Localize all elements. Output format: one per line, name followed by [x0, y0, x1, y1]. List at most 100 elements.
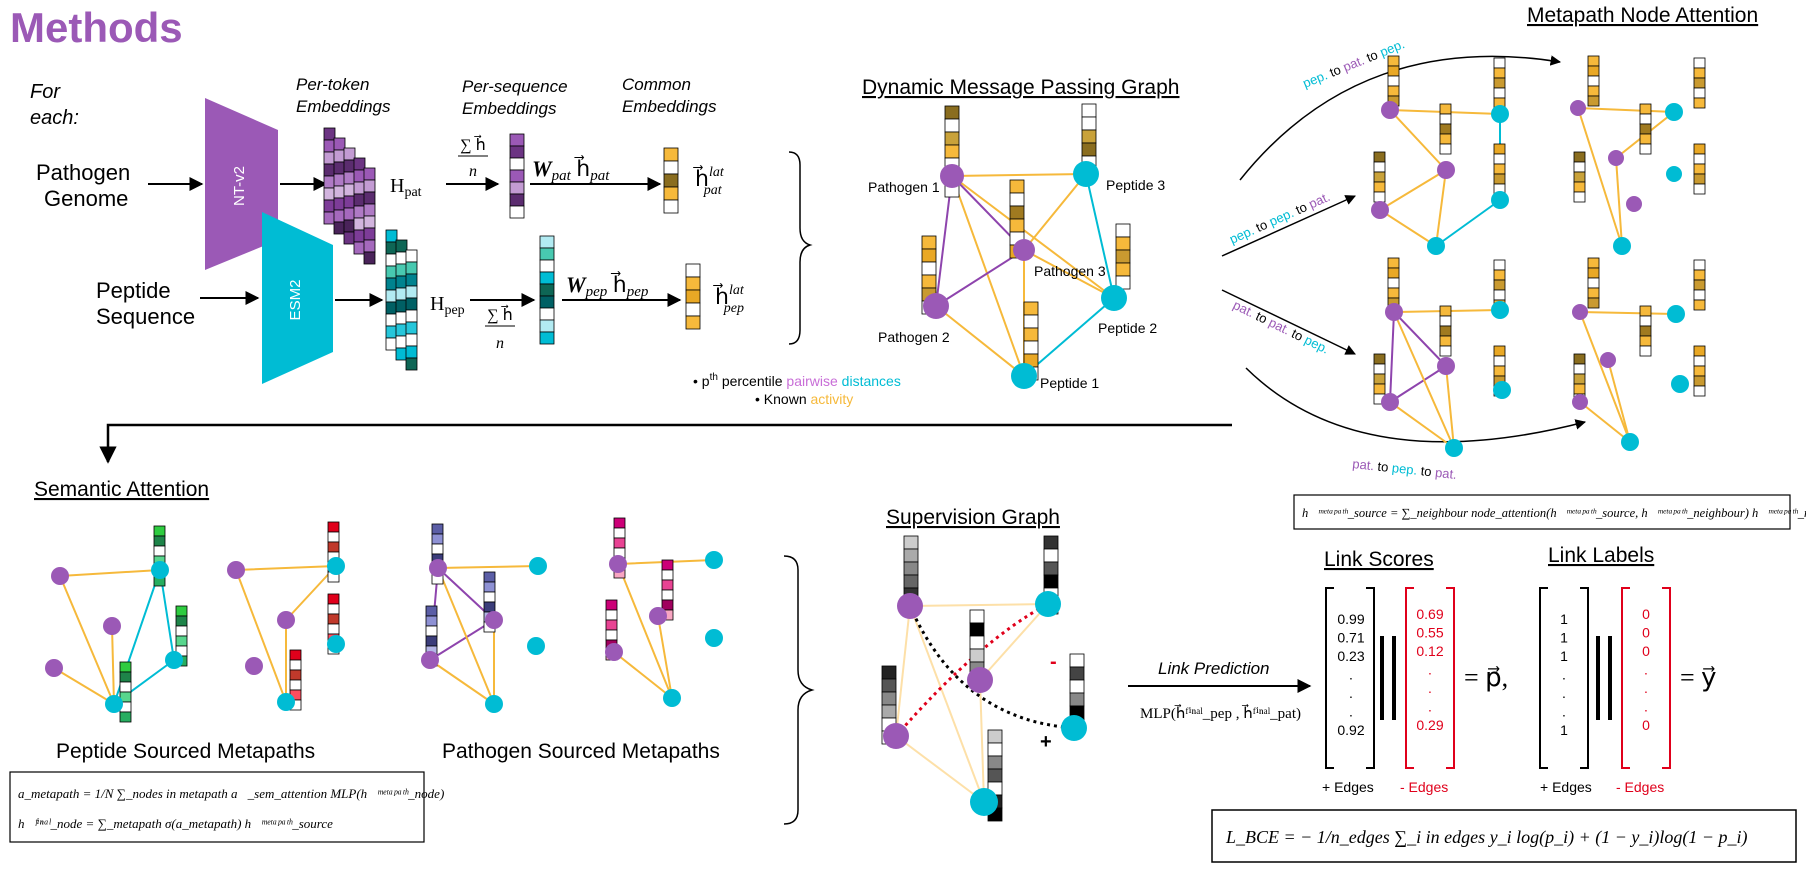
token-pep-cell	[395, 251, 408, 265]
graph-node	[1491, 105, 1509, 123]
graph-edge	[1389, 109, 1447, 171]
token-pat-cell	[323, 163, 336, 177]
metapath-label-2: pep. to pep. to pat.	[1227, 189, 1332, 247]
token-pat-cell	[323, 127, 336, 141]
graph-edge	[1577, 107, 1623, 247]
node-vector-cell	[175, 615, 188, 627]
per-token-label-2: Embeddings	[296, 97, 391, 116]
token-pep-cell	[385, 277, 398, 291]
token-pep-cell	[395, 239, 408, 253]
node-vector-cell	[327, 531, 340, 543]
node-vector-cell	[605, 629, 618, 641]
token-pep-cell	[405, 249, 418, 263]
seq-pat-cell	[509, 193, 525, 207]
node-vector-cell	[661, 589, 674, 601]
node-vector-cell	[1639, 315, 1652, 327]
graph-node	[1608, 150, 1624, 166]
link-labels-title: Link Labels	[1548, 544, 1654, 567]
token-pep-cell	[385, 289, 398, 303]
latent-pathogen-vector	[663, 147, 679, 214]
node-vector-cell	[661, 579, 674, 591]
sum-h-pat: ∑ h⃗	[460, 134, 486, 154]
label-neg-value: 0	[1642, 717, 1650, 733]
label-pos-value: .	[1562, 685, 1566, 701]
node-vector-cell	[289, 649, 302, 661]
supervision-vector-cell	[969, 648, 985, 663]
graph-edge	[617, 563, 673, 699]
node-label-pathogen1: Pathogen 1	[868, 179, 940, 195]
token-pat-cell	[363, 203, 376, 217]
supervision-vector-cell	[1069, 653, 1085, 668]
link-labels-result: = y⃗	[1680, 663, 1717, 692]
node-vector-cell	[1009, 218, 1025, 233]
node-vector-cell	[613, 527, 626, 539]
token-pat-cell	[363, 239, 376, 253]
supervision-node	[883, 723, 909, 749]
dynamic-graph-section: Dynamic Message Passing Graph Pathogen 1…	[862, 76, 1179, 391]
graph-node	[1570, 100, 1586, 116]
node-vector-cell	[1639, 305, 1652, 317]
graph-node	[151, 561, 169, 579]
per-seq-label: Per-sequence	[462, 77, 568, 96]
node-vector-cell	[1439, 345, 1452, 357]
graph-edge	[1393, 311, 1447, 367]
graph-edge	[1023, 173, 1087, 251]
supervision-vector-cell	[969, 635, 985, 650]
graph-node	[1493, 381, 1511, 399]
token-pat-cell	[333, 209, 346, 223]
graph-node	[327, 635, 345, 653]
semantic-graphs	[45, 517, 723, 723]
lat-pat-cell	[663, 160, 679, 175]
token-pep-cell	[395, 335, 408, 349]
node-vector-cell	[153, 535, 166, 547]
seq-pat-cell	[509, 181, 525, 195]
token-pat-cell	[333, 197, 346, 211]
node-vector-cell	[1439, 143, 1452, 155]
node-vector-cell	[1493, 153, 1506, 165]
graph-node	[1437, 357, 1455, 375]
node-vector-cell	[921, 261, 937, 276]
token-pat-cell	[333, 149, 346, 163]
nt-v2-model	[205, 98, 278, 270]
matrix-bracket-right	[1366, 587, 1375, 769]
token-pat-cell	[353, 157, 366, 171]
graph-edge	[1615, 157, 1623, 247]
node-vector-cell	[1115, 236, 1131, 251]
concat-bar	[1608, 636, 1612, 720]
node-vector-cell	[1587, 85, 1600, 97]
node-vector-cell	[921, 274, 937, 289]
positive-edge	[908, 605, 1075, 730]
graph-edge	[1445, 365, 1455, 449]
per-token-peptide-stack	[385, 229, 418, 371]
node-vector-cell	[944, 118, 960, 133]
lat-pat-cell	[663, 173, 679, 188]
lat-pep-cell	[685, 263, 701, 278]
supervision-edge	[895, 735, 985, 803]
seq-pep-cell	[539, 319, 555, 333]
per-sequence-peptide-vector	[539, 235, 555, 345]
graph-edge	[935, 305, 1025, 377]
node-vector-cell	[1081, 103, 1097, 118]
node-vector-cell	[613, 517, 626, 529]
node-vector-cell	[1693, 385, 1706, 397]
graph-node	[1613, 237, 1631, 255]
token-pat-cell	[343, 195, 356, 209]
score-pos-value: .	[1349, 704, 1353, 720]
for-each-label-2: each:	[30, 107, 79, 129]
graph-node	[1437, 161, 1455, 179]
link-matrices: 0.990.710.23...0.920.690.550.12...0.2911…	[1325, 587, 1671, 769]
token-pep-cell	[395, 311, 408, 325]
node-vector-cell	[1639, 123, 1652, 135]
node-vector-cell	[289, 659, 302, 671]
token-pep-cell	[405, 261, 418, 275]
node-vector-cell	[1009, 179, 1025, 194]
node-vector-cell	[119, 681, 132, 693]
peptide-sequence-label: Peptide	[96, 278, 171, 303]
lat-pep-cell	[685, 302, 701, 317]
token-pat-cell	[363, 167, 376, 181]
supervision-vector-cell	[903, 574, 919, 589]
semantic-brace	[783, 555, 815, 825]
metapath-label-4: pat. to pep. to pat.	[1352, 456, 1458, 482]
token-pat-cell	[343, 159, 356, 173]
node-vector-cell	[327, 521, 340, 533]
